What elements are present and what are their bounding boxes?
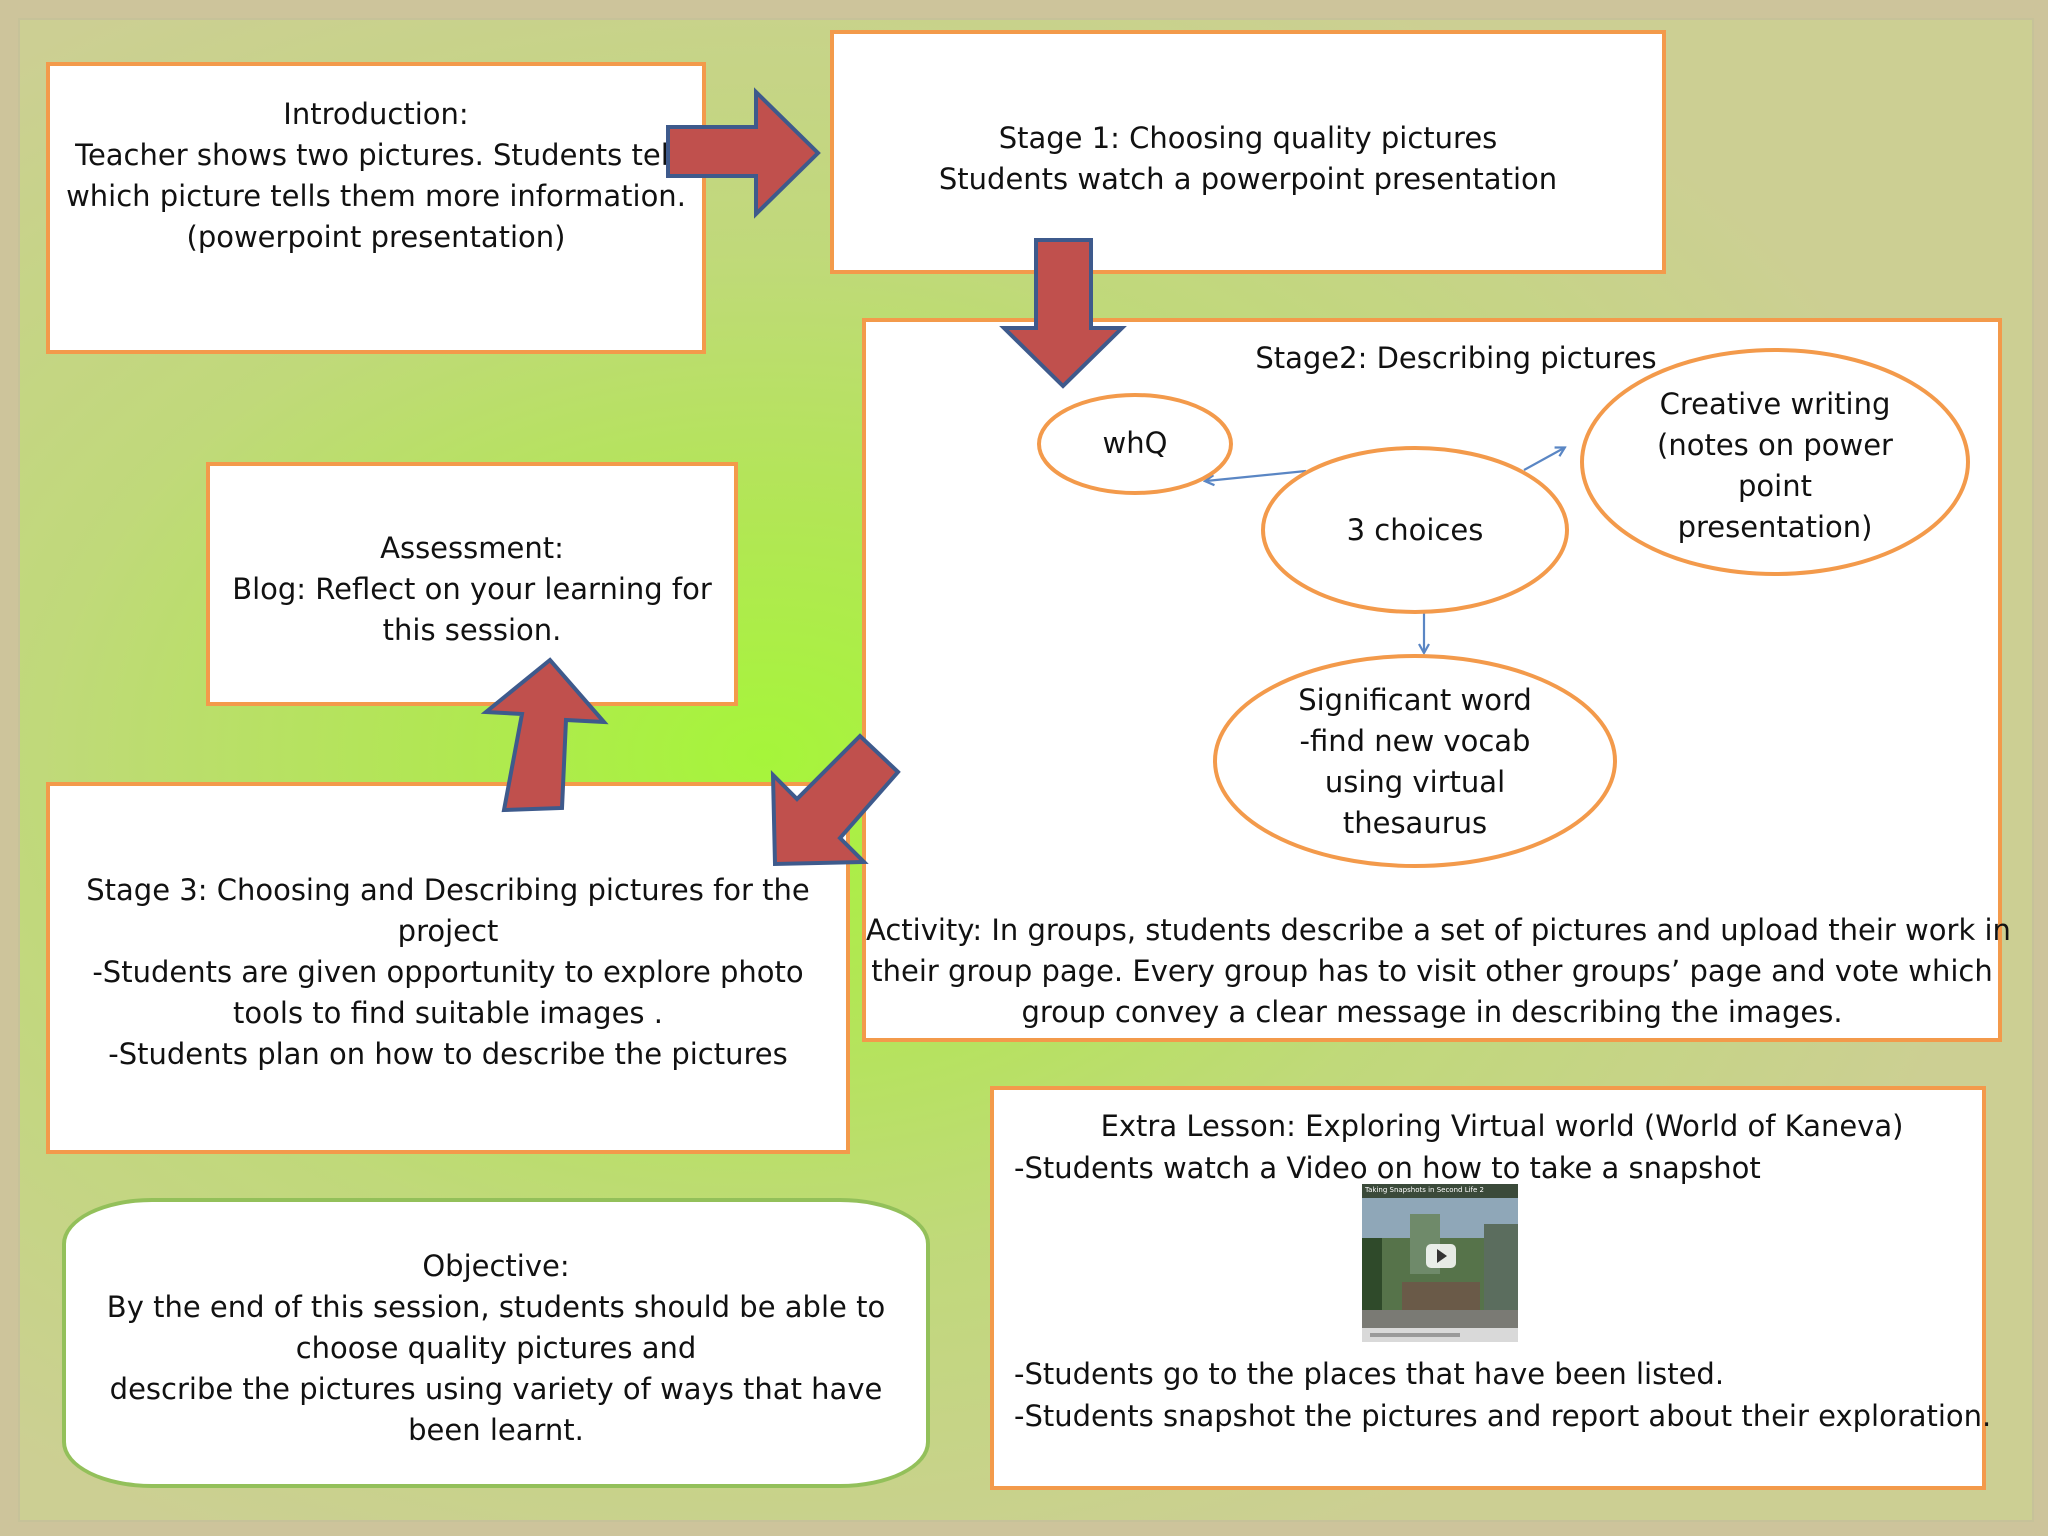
extra-lesson-text: -Students watch a Video on how to take a… bbox=[1014, 1151, 1761, 1185]
extra-lesson-box: Extra Lesson: Exploring Virtual world (W… bbox=[990, 1086, 1991, 1490]
extra-lesson-text: -Students go to the places that have bee… bbox=[1014, 1357, 1725, 1391]
activity-text: their group page. Every group has to vis… bbox=[871, 954, 1993, 988]
objective-text: describe the pictures using variety of w… bbox=[109, 1372, 883, 1406]
connector-to-whq bbox=[1206, 469, 1307, 481]
stage3-box: Stage 3: Choosing and Describing picture… bbox=[46, 782, 850, 1154]
assessment-text: this session. bbox=[382, 613, 562, 647]
video-thumbnail[interactable]: Taking Snapshots in Second Life 2 bbox=[1362, 1184, 1518, 1342]
three-choices-ellipse bbox=[1261, 446, 1569, 614]
stage3-text: project bbox=[397, 914, 499, 948]
video-caption: Taking Snapshots in Second Life 2 bbox=[1365, 1186, 1484, 1194]
play-button[interactable] bbox=[1426, 1244, 1456, 1268]
stage3-text: tools to find suitable images . bbox=[233, 996, 663, 1030]
assessment-text: Blog: Reflect on your learning for bbox=[232, 572, 712, 606]
objective-title: Objective: bbox=[422, 1249, 570, 1283]
creative-writing-label: Creative writing (notes on power point p… bbox=[1657, 387, 1893, 544]
introduction-text: which picture tells them more informatio… bbox=[66, 179, 686, 213]
activity-text: group convey a clear message in describi… bbox=[1021, 995, 1843, 1029]
arrow-stage1-to-stage2 bbox=[999, 238, 1127, 389]
play-icon bbox=[1437, 1249, 1447, 1263]
stage2-title: Stage2: Describing pictures bbox=[1255, 341, 1657, 375]
connector-to-creative bbox=[1523, 448, 1564, 471]
arrow-intro-to-stage1 bbox=[666, 87, 821, 219]
objective-text: been learnt. bbox=[408, 1413, 584, 1447]
arrow-stage2-to-stage3 bbox=[770, 733, 901, 867]
stage1-box: Stage 1: Choosing quality pictures Stude… bbox=[830, 30, 1666, 274]
stage1-text: Students watch a powerpoint presentation bbox=[938, 162, 1558, 196]
creative-writing-ellipse bbox=[1580, 348, 1970, 576]
introduction-title: Introduction: bbox=[283, 97, 469, 131]
three-choices-label: 3 choices bbox=[1346, 513, 1484, 547]
stage3-title: Stage 3: Choosing and Describing picture… bbox=[86, 873, 810, 907]
introduction-box: Introduction: Teacher shows two pictures… bbox=[46, 62, 706, 354]
significant-word-ellipse bbox=[1213, 654, 1617, 868]
extra-lesson-title: Extra Lesson: Exploring Virtual world (W… bbox=[1100, 1109, 1904, 1143]
introduction-text: Teacher shows two pictures. Students tel… bbox=[75, 138, 677, 172]
assessment-title: Assessment: bbox=[380, 531, 564, 565]
introduction-text: (powerpoint presentation) bbox=[186, 220, 566, 254]
objective-text: By the end of this session, students sho… bbox=[106, 1290, 886, 1324]
stage1-title: Stage 1: Choosing quality pictures bbox=[998, 121, 1498, 155]
stage3-text: -Students plan on how to describe the pi… bbox=[108, 1037, 788, 1071]
activity-text: Activity: In groups, students describe a… bbox=[866, 913, 2011, 947]
extra-lesson-text: -Students snapshot the pictures and repo… bbox=[1014, 1399, 1992, 1433]
stage3-text: -Students are given opportunity to explo… bbox=[92, 955, 804, 989]
whq-label: whQ bbox=[1102, 426, 1168, 460]
arrow-stage3-to-assessment bbox=[480, 657, 609, 813]
video-scene-image bbox=[1362, 1184, 1518, 1342]
assessment-box: Assessment: Blog: Reflect on your learni… bbox=[206, 462, 738, 706]
objective-box: Objective: By the end of this session, s… bbox=[62, 1198, 930, 1488]
objective-text: choose quality pictures and bbox=[295, 1331, 697, 1365]
whq-ellipse bbox=[1037, 393, 1233, 495]
significant-word-label: Significant word -find new vocab using v… bbox=[1298, 683, 1532, 840]
